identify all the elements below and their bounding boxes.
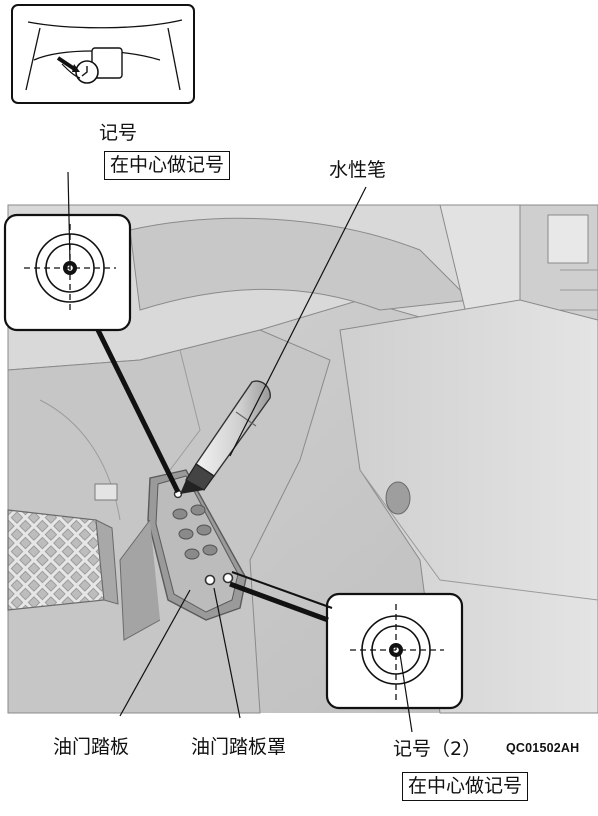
water-pen-label: 水性笔 xyxy=(329,159,387,181)
pedal-cover-label: 油门踏板罩 xyxy=(191,736,287,758)
mark-detail-inset-bottom xyxy=(325,592,464,710)
center-mark-instruction-bottom: 在中心做记号 xyxy=(402,772,529,801)
mark-label-top: 记号 xyxy=(99,122,138,144)
mark-2-label: 记号（2） xyxy=(393,738,482,760)
mark-detail-inset-top xyxy=(3,213,132,332)
accelerator-pedal-label: 油门踏板 xyxy=(53,736,130,758)
center-mark-instruction-top: 在中心做记号 xyxy=(104,151,231,180)
overview-inset xyxy=(11,4,195,104)
water-pen-drawing xyxy=(180,380,271,494)
pedal-illustration xyxy=(7,204,598,714)
leader-lines xyxy=(67,171,413,733)
figure-code: QC01502AH xyxy=(506,741,580,755)
